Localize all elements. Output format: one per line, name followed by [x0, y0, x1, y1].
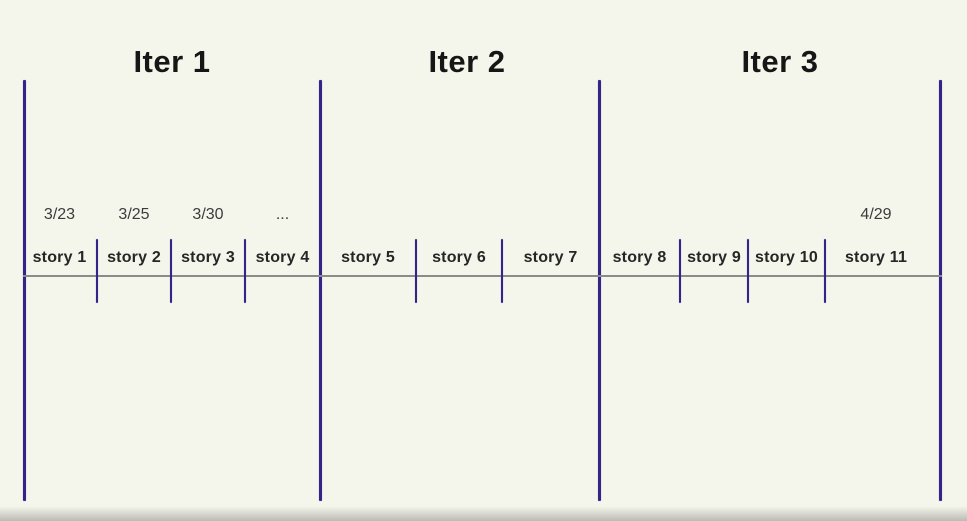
story-label: story 6 [432, 249, 486, 266]
story-divider-line [244, 239, 246, 303]
iteration-boundary-line [319, 80, 322, 501]
story-divider-line [824, 239, 826, 303]
story-label: story 5 [341, 249, 395, 266]
story-divider-line [747, 239, 749, 303]
story-label: story 11 [844, 249, 908, 266]
iteration-boundary-line [23, 80, 26, 501]
iteration-boundary-line [939, 80, 942, 501]
story-divider-line [170, 239, 172, 303]
story-label: story 10 [755, 249, 818, 266]
story-label: story 8 [612, 249, 667, 266]
story-label: story 9 [687, 249, 741, 266]
story-divider-line [415, 239, 417, 303]
story-label: story 2 [107, 249, 161, 266]
date-label: 4/29 [860, 206, 892, 223]
date-label: ... [275, 206, 290, 223]
iteration-boundary-line [598, 80, 601, 501]
iteration-title-2: Iter 2 [428, 44, 506, 79]
bottom-edge-shadow [0, 506, 967, 521]
date-label: 3/25 [118, 206, 150, 223]
iteration-title-1: Iter 1 [133, 44, 211, 79]
story-label: story 3 [181, 249, 235, 266]
iteration-title-3: Iter 3 [741, 44, 819, 79]
date-label: 3/23 [43, 206, 76, 223]
story-label: story 1 [32, 249, 87, 266]
story-label: story 7 [523, 249, 578, 266]
timeline-axis [23, 275, 942, 277]
story-divider-line [96, 239, 98, 303]
story-label: story 4 [255, 249, 310, 266]
date-label: 3/30 [192, 206, 224, 223]
story-divider-line [679, 239, 681, 303]
story-divider-line [501, 239, 503, 303]
